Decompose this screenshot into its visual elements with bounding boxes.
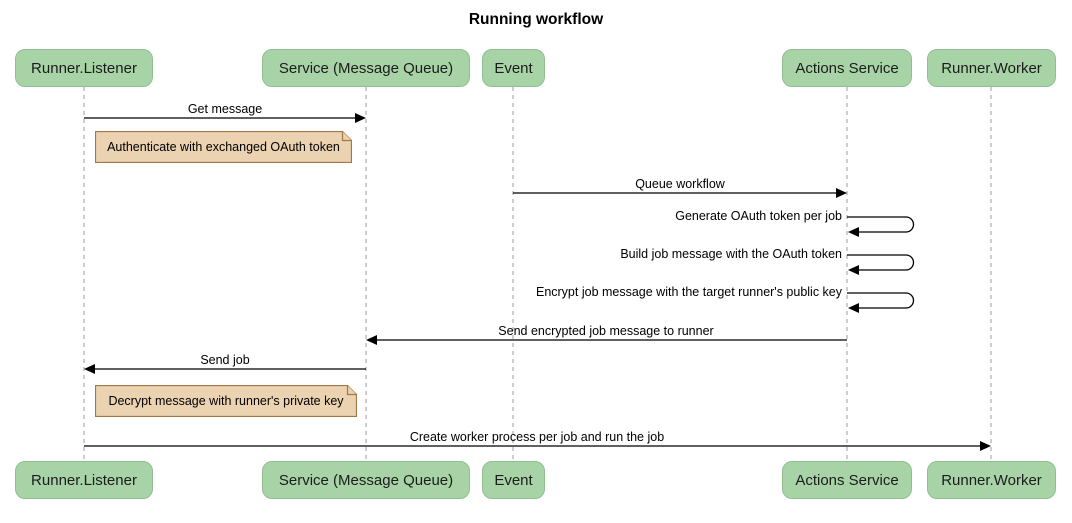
self-loop-build-job-message <box>847 254 915 275</box>
arrowhead-left-icon <box>366 335 377 345</box>
actor-bottom-event: Event <box>482 461 545 499</box>
actor-top-event: Event <box>482 49 545 87</box>
message-label-generate-oauth: Generate OAuth token per job <box>675 209 842 223</box>
message-label-build-job-message: Build job message with the OAuth token <box>620 247 842 261</box>
actor-top-actions-service: Actions Service <box>782 49 912 87</box>
arrowhead-left-icon <box>848 227 859 237</box>
note-shape <box>95 131 352 163</box>
self-loop-line <box>847 292 915 309</box>
actor-bottom-runner-worker: Runner.Worker <box>927 461 1056 499</box>
arrowhead-right-icon <box>355 113 366 123</box>
actor-top-runner-worker: Runner.Worker <box>927 49 1056 87</box>
note-text: Authenticate with exchanged OAuth token <box>107 140 340 154</box>
message-label-create-worker: Create worker process per job and run th… <box>409 430 665 444</box>
arrowhead-left-icon <box>84 364 95 374</box>
note-decrypt: Decrypt message with runner's private ke… <box>95 385 357 417</box>
arrowhead-left-icon <box>848 303 859 313</box>
self-loop-line <box>847 254 915 271</box>
note-authenticate: Authenticate with exchanged OAuth token <box>95 131 352 163</box>
actor-bottom-runner-listener: Runner.Listener <box>15 461 153 499</box>
arrowhead-right-icon <box>836 188 847 198</box>
self-loop-generate-oauth <box>847 216 915 237</box>
self-loop-line <box>847 216 915 233</box>
actor-bottom-actions-service: Actions Service <box>782 461 912 499</box>
arrowhead-right-icon <box>980 441 991 451</box>
message-label-send-encrypted-job: Send encrypted job message to runner <box>498 324 714 338</box>
message-label-queue-workflow: Queue workflow <box>635 177 725 191</box>
actor-top-runner-listener: Runner.Listener <box>15 49 153 87</box>
note-text: Decrypt message with runner's private ke… <box>108 394 344 408</box>
message-label-send-job: Send job <box>200 353 250 367</box>
diagram-title: Running workflow <box>468 11 604 28</box>
self-loop-encrypt-job-message <box>847 292 915 313</box>
note-shape <box>95 385 357 417</box>
message-label-encrypt-job-message: Encrypt job message with the target runn… <box>535 285 842 299</box>
message-label-get-message: Get message <box>187 102 263 116</box>
actor-top-service-mq: Service (Message Queue) <box>262 49 470 87</box>
arrowhead-left-icon <box>848 265 859 275</box>
actor-bottom-service-mq: Service (Message Queue) <box>262 461 470 499</box>
